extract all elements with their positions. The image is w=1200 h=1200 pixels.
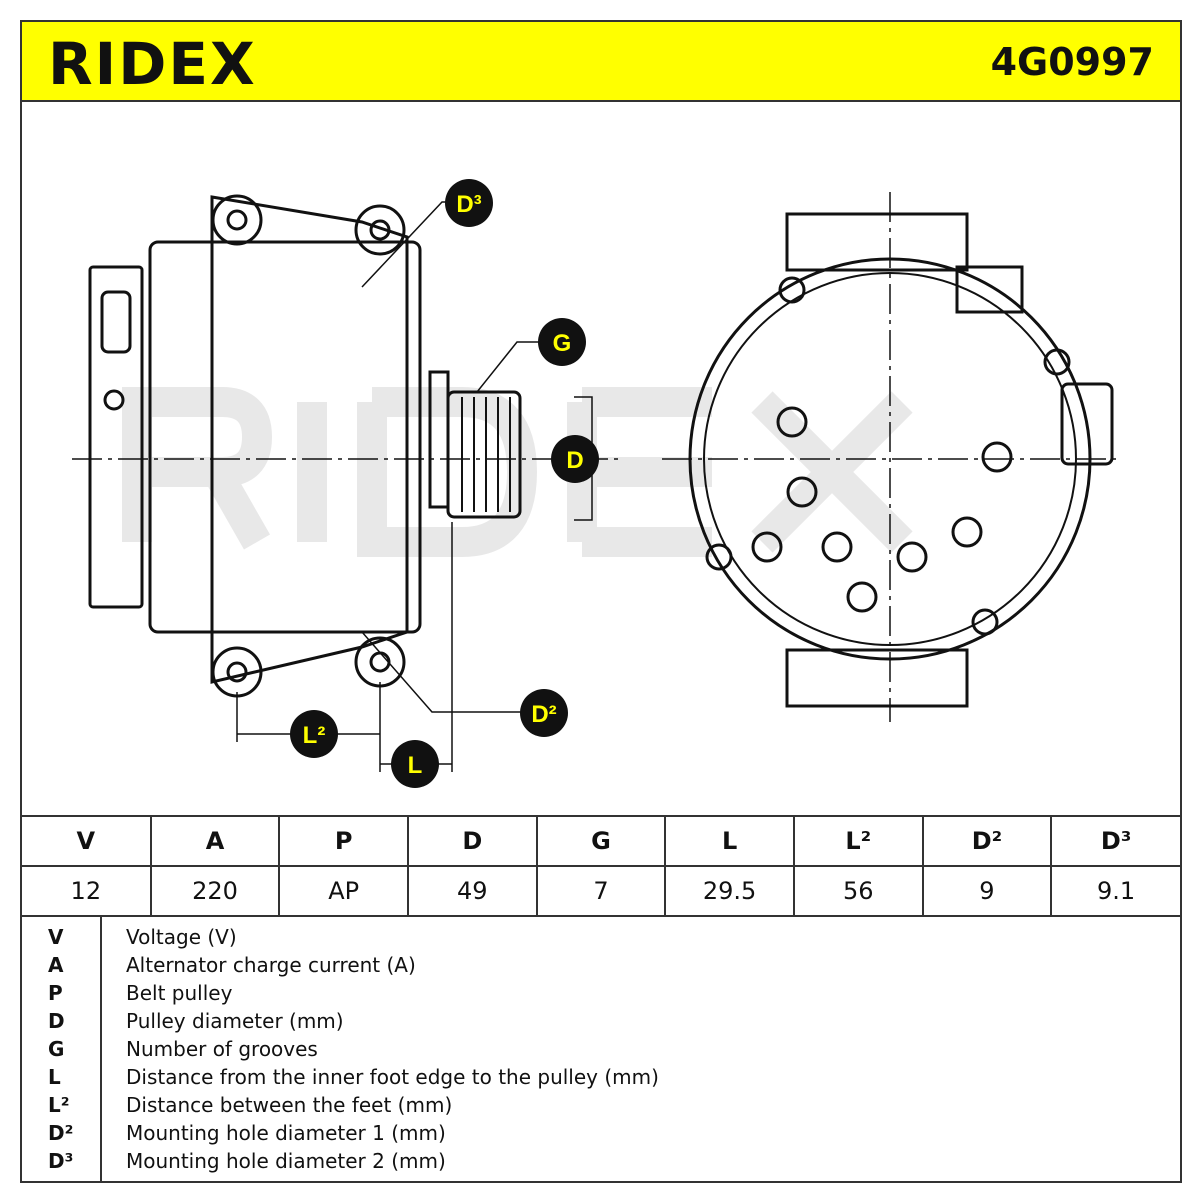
spec-header: L² (792, 815, 924, 867)
callout-l: L (391, 740, 439, 788)
spec-value: 220 (149, 865, 281, 917)
legend-desc: Distance from the inner foot edge to the… (126, 1065, 659, 1089)
legend-key: V (48, 925, 64, 949)
callout-g: G (476, 318, 586, 393)
part-number: 4G0997 (990, 40, 1154, 84)
legend-key-column (22, 915, 102, 1181)
spec-value: 7 (535, 865, 667, 917)
callout-d3: D³ (361, 179, 493, 288)
spec-value: 9 (921, 865, 1053, 917)
spec-value: 12 (22, 865, 152, 917)
watermark (122, 387, 913, 557)
legend-key: L (48, 1065, 61, 1089)
spec-table: V A P D G L L² D² D³ 12 220 AP 49 7 29.5… (22, 815, 1180, 917)
legend-key: L² (48, 1093, 70, 1117)
legend-desc: Mounting hole diameter 2 (mm) (126, 1149, 446, 1173)
alternator-diagram: D³ G D D² L² L (72, 179, 1122, 788)
legend-desc: Distance between the feet (mm) (126, 1093, 453, 1117)
legend-desc: Belt pulley (126, 981, 233, 1005)
legend-desc: Voltage (V) (126, 925, 237, 949)
legend-key: D² (48, 1121, 74, 1145)
spec-header: D (406, 815, 538, 867)
callout-g-label: G (553, 330, 572, 357)
spec-header-row: V A P D G L L² D² D³ (22, 815, 1180, 867)
spec-header: D³ (1050, 815, 1180, 867)
legend-key: P (48, 981, 63, 1005)
spec-value: 56 (792, 865, 924, 917)
legend-desc: Number of grooves (126, 1037, 318, 1061)
callout-d: D (551, 435, 599, 483)
legend-desc: Alternator charge current (A) (126, 953, 416, 977)
callout-d3-label: D³ (456, 191, 481, 218)
legend-key: G (48, 1037, 65, 1061)
legend-desc: Pulley diameter (mm) (126, 1009, 344, 1033)
front-view (662, 192, 1122, 722)
spec-value-row: 12 220 AP 49 7 29.5 56 9 9.1 (22, 865, 1180, 917)
spec-header: P (278, 815, 409, 867)
header-bar: RIDEX 4G0997 (22, 22, 1180, 102)
callout-d2: D² (361, 631, 568, 737)
spec-value: 29.5 (664, 865, 795, 917)
callout-l2: L² (290, 710, 338, 758)
legend-key: D (48, 1009, 65, 1033)
spec-header: V (22, 815, 152, 867)
spec-header: D² (921, 815, 1053, 867)
spec-value: 49 (406, 865, 538, 917)
legend-desc: Mounting hole diameter 1 (mm) (126, 1121, 446, 1145)
legend: V Voltage (V) A Alternator charge curren… (22, 915, 1180, 1181)
spec-header: A (149, 815, 281, 867)
callout-d2-label: D² (531, 701, 556, 728)
spec-value: AP (278, 865, 409, 917)
callout-l-label: L (408, 752, 423, 779)
brand-logo: RIDEX (48, 30, 257, 98)
spec-header: G (535, 815, 667, 867)
legend-key: D³ (48, 1149, 74, 1173)
legend-key: A (48, 953, 64, 977)
spec-header: L (664, 815, 795, 867)
callout-d-label: D (566, 447, 583, 474)
callout-l2-label: L² (303, 722, 326, 749)
spec-value: 9.1 (1050, 865, 1180, 917)
side-view (72, 194, 622, 772)
datasheet-frame: RIDEX 4G0997 (20, 20, 1182, 1183)
